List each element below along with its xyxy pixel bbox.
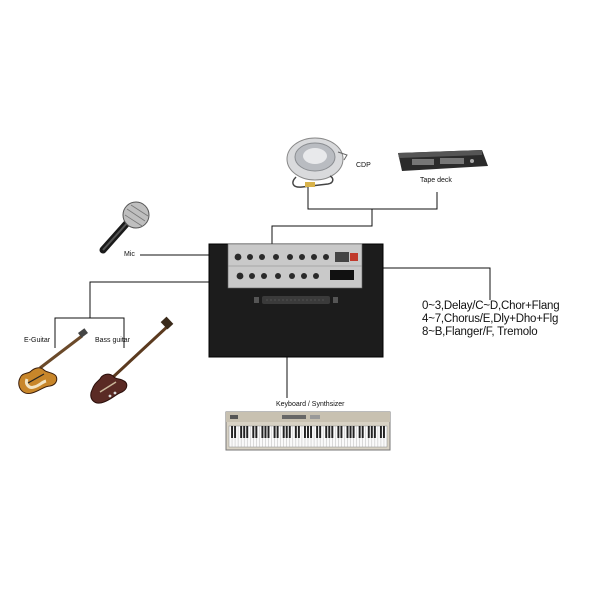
- black-key: [303, 426, 306, 438]
- black-key: [346, 426, 349, 438]
- black-key: [246, 426, 249, 438]
- black-key: [319, 426, 322, 438]
- guitar-input-line: [89, 281, 236, 318]
- black-key: [316, 426, 319, 438]
- black-key: [349, 426, 352, 438]
- black-key: [373, 426, 376, 438]
- black-key: [288, 426, 291, 438]
- black-key: [361, 426, 364, 438]
- black-key: [273, 426, 276, 438]
- effects-line: [372, 267, 491, 300]
- black-key: [379, 426, 382, 438]
- effects-list: 0~3,Delay/C~D,Chor+Flang 4~7,Chorus/E,Dl…: [422, 300, 560, 339]
- black-key: [255, 426, 258, 438]
- effects-line-2: 4~7,Chorus/E,Dly+Dho+Flg: [422, 313, 559, 325]
- black-key: [240, 426, 243, 438]
- e-guitar-label: E-Guitar: [24, 337, 51, 344]
- black-key: [382, 426, 385, 438]
- black-key: [252, 426, 255, 438]
- black-key: [285, 426, 288, 438]
- cdp-tape-line: [307, 187, 438, 210]
- keyboard-label: Keyboard / Synthsizer: [276, 401, 345, 408]
- black-key: [297, 426, 300, 438]
- mic-label: Mic: [124, 251, 135, 258]
- black-key: [325, 426, 328, 438]
- microphone-icon: [99, 201, 150, 254]
- black-key: [264, 426, 267, 438]
- black-key: [340, 426, 343, 438]
- black-key: [358, 426, 361, 438]
- black-key: [282, 426, 285, 438]
- electric-guitar-icon: [18, 328, 88, 395]
- black-key: [261, 426, 264, 438]
- cdp-label: CDP: [356, 162, 371, 169]
- black-keys: [231, 426, 385, 438]
- black-key: [243, 426, 246, 438]
- cd-player-icon: [286, 137, 348, 188]
- black-key: [370, 426, 373, 438]
- bass-guitar-icon: [90, 316, 174, 404]
- black-key: [328, 426, 331, 438]
- black-key: [234, 426, 237, 438]
- bass-guitar-label: Bass guitar: [95, 337, 131, 344]
- effects-line-1: 0~3,Delay/C~D,Chor+Flang: [422, 300, 560, 312]
- black-key: [276, 426, 279, 438]
- black-key: [367, 426, 370, 438]
- black-key: [310, 426, 313, 438]
- keyboard-icon: [225, 411, 391, 451]
- line-input-line: [271, 209, 373, 254]
- black-key: [331, 426, 334, 438]
- black-key: [267, 426, 270, 438]
- black-key: [352, 426, 355, 438]
- tape-deck-label: Tape deck: [420, 177, 452, 184]
- black-key: [337, 426, 340, 438]
- black-key: [294, 426, 297, 438]
- amplifier-icon: [208, 243, 384, 358]
- black-key: [231, 426, 234, 438]
- effects-line-3: 8~B,Flanger/F, Tremolo: [422, 326, 538, 338]
- black-key: [307, 426, 309, 438]
- tape-deck-icon: [398, 150, 488, 171]
